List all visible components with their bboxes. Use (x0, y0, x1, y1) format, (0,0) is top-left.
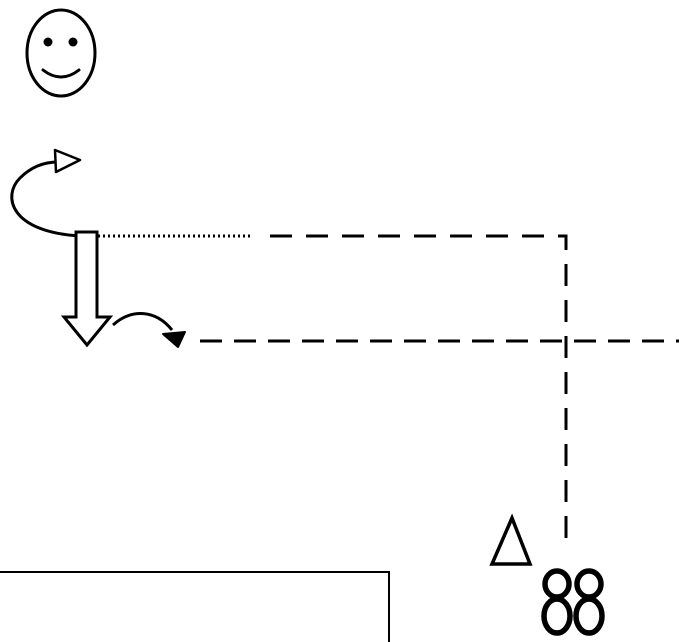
upper-dashed-path (270, 234, 568, 552)
hollow-down-arrow-icon (60, 230, 114, 348)
curved-forward-arrow-icon (112, 312, 186, 348)
box-outline (0, 571, 390, 642)
circular-rotation-arrow-icon (10, 148, 82, 238)
double-eight-glyph-icon (541, 568, 605, 636)
triangle-icon (489, 513, 533, 566)
smiley-face-icon (25, 8, 97, 98)
